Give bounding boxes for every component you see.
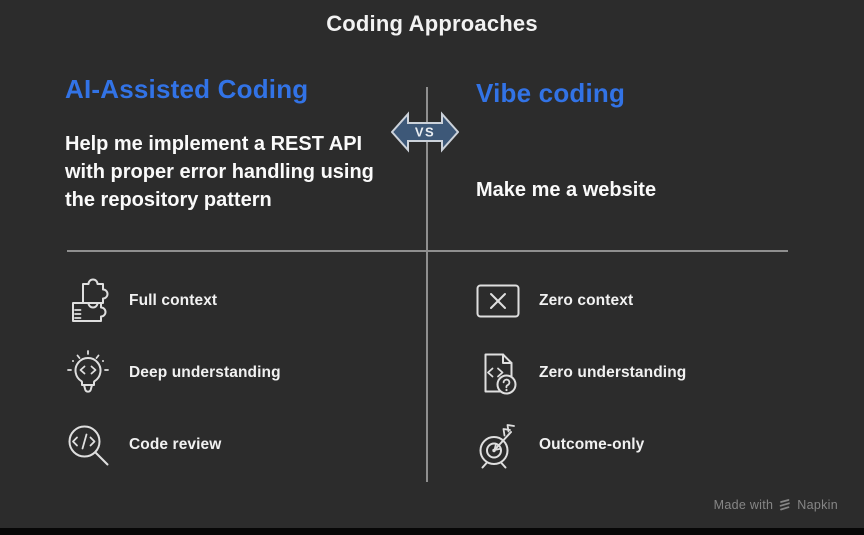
napkin-brand-text: Napkin [797, 498, 838, 512]
feature-row: Full context [64, 277, 217, 325]
vertical-divider [426, 87, 428, 482]
feature-label: Outcome-only [539, 436, 645, 453]
right-prompt-line: Make me a website [476, 179, 657, 201]
left-prompt: Help me implement a REST API with proper… [65, 130, 374, 214]
right-prompt: Make me a website [476, 177, 656, 203]
lightbulb-code-icon [67, 350, 109, 393]
feature-row: Deep understanding [64, 349, 281, 397]
x-box-icon [476, 284, 520, 318]
feature-row: Code review [64, 421, 221, 469]
page-title: Coding Approaches [326, 11, 538, 36]
horizontal-divider [67, 250, 788, 252]
feature-label: Full context [129, 292, 218, 309]
vs-badge: VS [391, 111, 459, 153]
puzzle-icon [72, 278, 109, 322]
file-code-question-icon [484, 353, 517, 395]
left-prompt-line: the repository pattern [65, 189, 272, 211]
bottom-bar [0, 528, 864, 535]
feature-row: Outcome-only [474, 421, 644, 469]
vs-label: VS [415, 125, 435, 140]
feature-label: Zero understanding [539, 364, 687, 381]
made-with-napkin-watermark: Made with Napkin [714, 498, 838, 512]
napkin-logo-icon [779, 499, 791, 511]
target-dart-icon [479, 424, 515, 469]
magnifier-code-icon [68, 425, 109, 466]
feature-label: Code review [129, 436, 222, 453]
left-column-heading: AI-Assisted Coding [65, 74, 309, 104]
left-prompt-line: Help me implement a REST API [65, 133, 363, 155]
feature-row: Zero understanding [474, 349, 686, 397]
made-with-text: Made with [713, 498, 774, 512]
double-arrow-shape [391, 111, 459, 153]
right-column-heading: Vibe coding [476, 78, 626, 108]
feature-label: Deep understanding [129, 364, 281, 381]
left-prompt-line: with proper error handling using [65, 161, 374, 183]
feature-row: Zero context [474, 277, 633, 325]
feature-label: Zero context [539, 292, 634, 309]
